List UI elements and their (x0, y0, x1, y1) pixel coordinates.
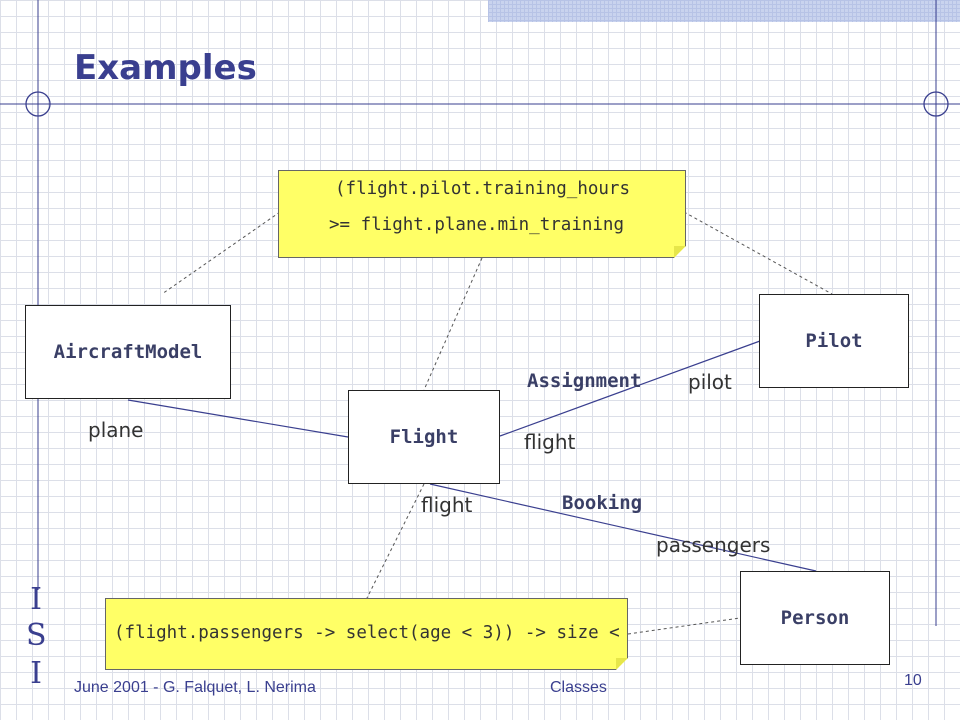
anchor-note-pilot (683, 211, 833, 295)
anchor-passengers-note-person (627, 617, 741, 635)
class-flight[interactable]: Flight (348, 390, 500, 484)
anchor-note-flight (423, 257, 483, 391)
note-training-line-2: >= flight.plane.min_training (329, 215, 625, 235)
logo-letter-s: S (26, 618, 47, 653)
anchor-flight-passengers-note (365, 483, 425, 601)
note-passengers-line: (flight.passengers -> select(age < 3)) -… (114, 623, 641, 643)
constraint-note-passengers: (flight.passengers -> select(age < 3)) -… (105, 598, 628, 670)
slide-title: Examples (74, 48, 257, 88)
class-person[interactable]: Person (740, 571, 890, 665)
class-aircraftmodel[interactable]: AircraftModel (25, 305, 231, 399)
association-label-assignment: Assignment (527, 370, 642, 392)
logo-letter-i-top: I (30, 582, 42, 617)
constraint-note-training: (flight.pilot.training_hours >= flight.p… (278, 170, 686, 258)
association-plane (127, 399, 349, 438)
footer-authors: June 2001 - G. Falquet, L. Nerima (74, 679, 316, 696)
role-label-flight-booking: flight (421, 493, 473, 517)
association-assignment (499, 340, 761, 437)
association-label-booking: Booking (562, 492, 643, 514)
class-pilot[interactable]: Pilot (759, 294, 909, 388)
association-booking (429, 483, 817, 572)
role-label-plane: plane (88, 418, 144, 442)
crosshair-left-icon (25, 91, 51, 117)
note-training-line-1: (flight.pilot.training_hours (335, 179, 631, 199)
anchor-note-aircraftmodel (161, 211, 281, 295)
page-number: 10 (904, 672, 922, 689)
role-label-passengers: passengers (656, 533, 771, 557)
header-band (488, 0, 960, 22)
logo-letter-i-bottom: I (30, 656, 42, 691)
footer-topic: Classes (550, 679, 607, 696)
crosshair-right-icon (923, 91, 949, 117)
role-label-pilot: pilot (688, 370, 732, 394)
role-label-flight-assignment: flight (524, 430, 576, 454)
